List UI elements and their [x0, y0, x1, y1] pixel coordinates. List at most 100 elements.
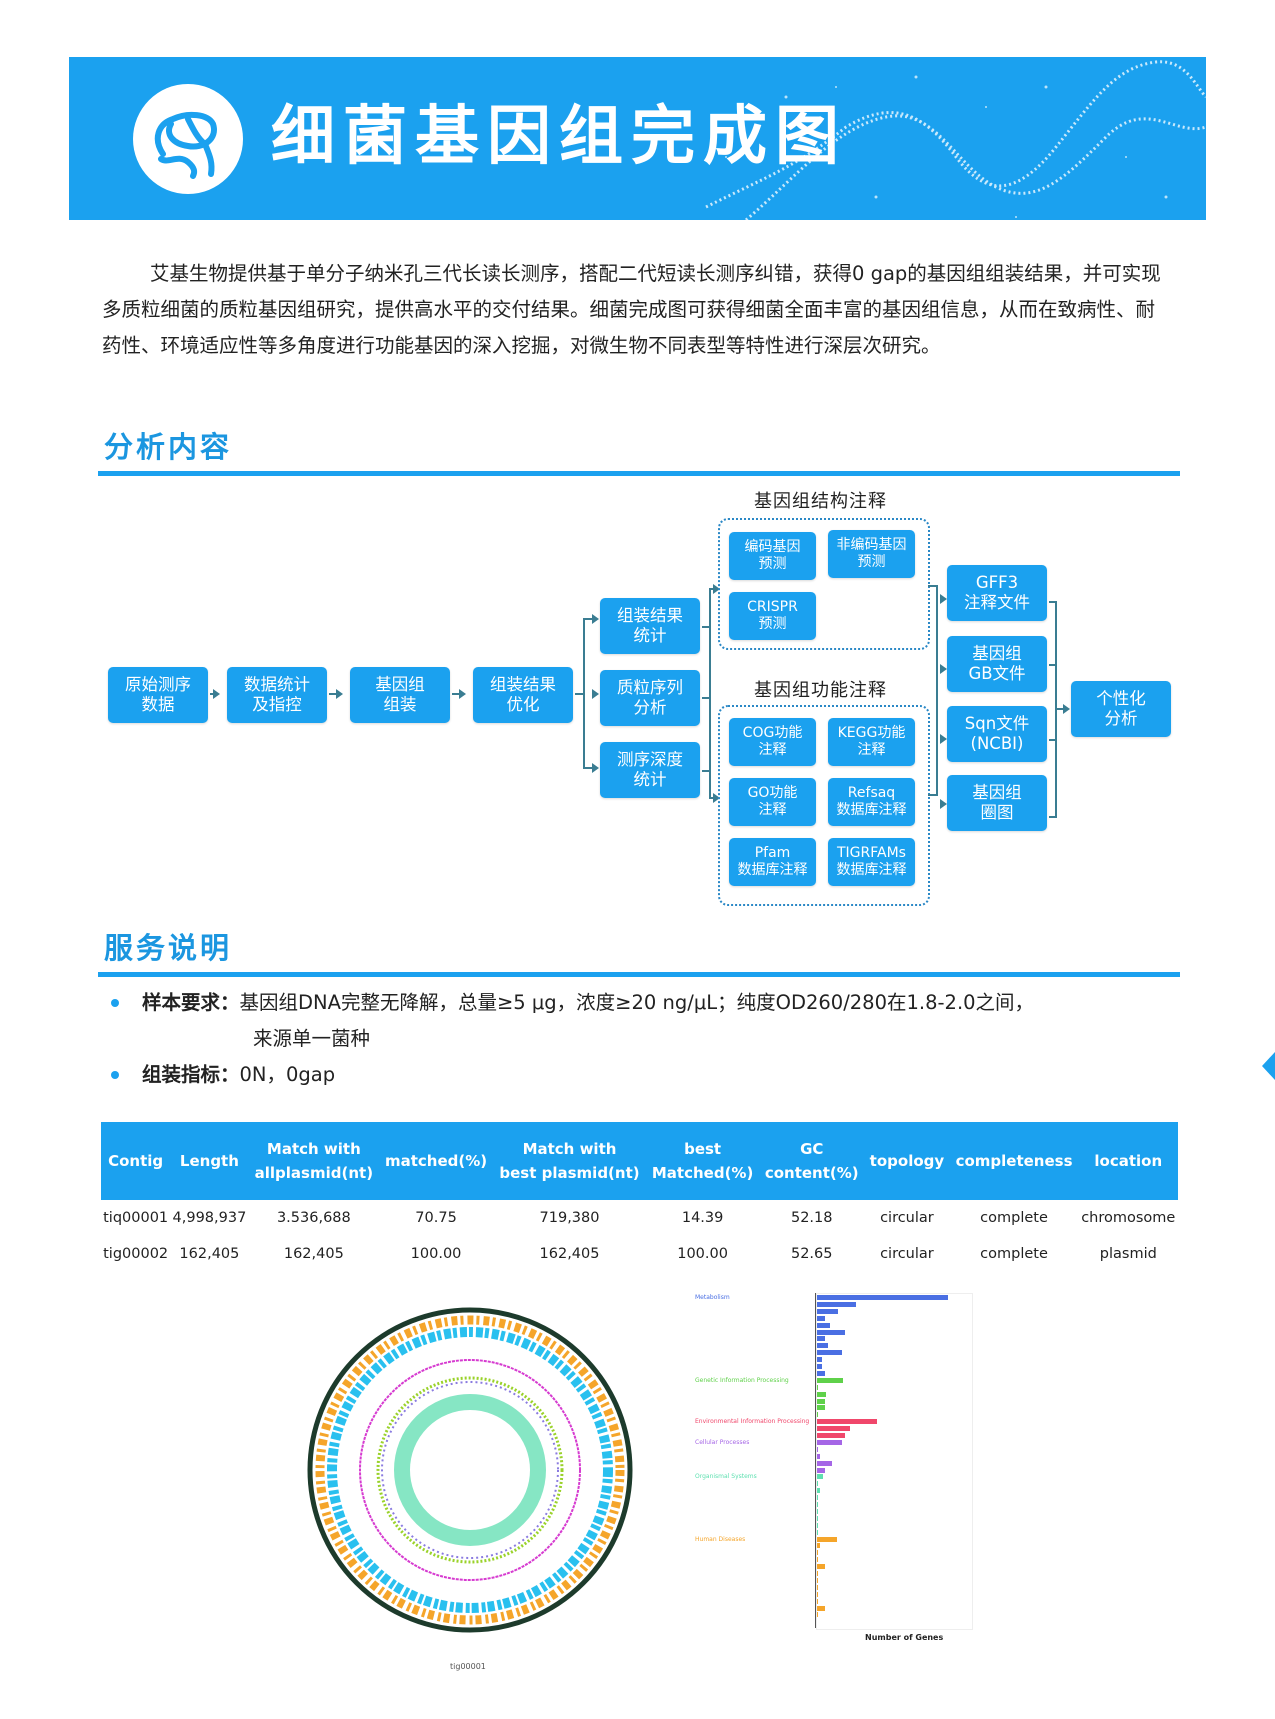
- arrow-icon: [336, 689, 343, 699]
- chart-category-label: Human Diseases: [695, 1535, 746, 1543]
- chart-bar: [817, 1308, 839, 1314]
- chart-bar: [817, 1550, 818, 1556]
- flow-node-cog: COG功能 注释: [729, 718, 816, 766]
- arrow-icon: [713, 793, 720, 803]
- chart-bar: [817, 1495, 818, 1501]
- chart-bar: [817, 1343, 829, 1349]
- col-topology: topology: [864, 1122, 950, 1200]
- bullet-icon: [111, 1071, 119, 1079]
- arrow-icon: [459, 689, 466, 699]
- chart-bar: [817, 1357, 822, 1363]
- chart-xlabel: Number of Genes: [865, 1633, 944, 1642]
- chart-bar: [817, 1571, 818, 1576]
- flow-node-circos: 基因组 圈图: [947, 775, 1047, 831]
- group-label-structure: 基因组结构注释: [754, 491, 887, 512]
- side-tab-arrow-icon[interactable]: [1262, 1052, 1275, 1080]
- flow-node-refsaq: Refsaq 数据库注释: [828, 778, 915, 826]
- chart-bar: [817, 1557, 818, 1563]
- chart-bar: [817, 1543, 820, 1549]
- chart-bar: [817, 1502, 818, 1507]
- col-location: location: [1078, 1122, 1178, 1200]
- flow-node-coding-gene: 编码基因 预测: [729, 532, 816, 580]
- chart-bar: [817, 1439, 842, 1445]
- chart-bar: [817, 1584, 818, 1590]
- chart-bar: [817, 1453, 820, 1459]
- chart-bar: [817, 1419, 877, 1425]
- chart-bar: [817, 1529, 818, 1535]
- chart-bar: [817, 1564, 825, 1570]
- table-header-row: Contig Length Match with allplasmid(nt) …: [101, 1122, 1178, 1200]
- chart-bar: [817, 1591, 819, 1597]
- chart-bar: [817, 1488, 820, 1494]
- chart-bar: [817, 1364, 822, 1369]
- flow-node-plasmid-analysis: 质粒序列 分析: [600, 670, 700, 726]
- arrow-icon: [940, 734, 947, 744]
- chart-bar: [817, 1508, 818, 1514]
- chart-bar: [817, 1322, 830, 1328]
- col-completeness: completeness: [949, 1122, 1079, 1200]
- chart-category-label: Cellular Processes: [695, 1438, 750, 1446]
- group-function-annotation: [718, 705, 930, 906]
- chart-category-label: Metabolism: [695, 1294, 730, 1301]
- group-structure-annotation: [718, 518, 930, 650]
- flow-node-tigrfams: TIGRFAMs 数据库注释: [828, 838, 915, 886]
- chart-bar: [817, 1405, 825, 1411]
- contig-table: Contig Length Match with allplasmid(nt) …: [101, 1122, 1178, 1272]
- arrow-icon: [1063, 704, 1070, 714]
- chart-bar: [817, 1536, 837, 1542]
- chart-bar: [817, 1384, 818, 1390]
- chart-category-label: Genetic Information Processing: [695, 1376, 789, 1384]
- flow-node-noncoding-gene: 非编码基因 预测: [828, 530, 915, 578]
- chart-bar: [817, 1350, 842, 1356]
- chart-bar: [817, 1329, 845, 1335]
- flow-node-depth-stats: 测序深度 统计: [600, 742, 700, 798]
- section-divider: [98, 972, 1180, 977]
- chart-bar: [817, 1315, 825, 1321]
- chart-bar: [817, 1377, 844, 1383]
- chart-bar: [817, 1426, 850, 1432]
- flow-node-kegg: KEGG功能 注释: [828, 718, 915, 766]
- flow-node-gff3: GFF3 注释文件: [947, 565, 1047, 621]
- chart-category-label: Environmental Information Processing: [695, 1418, 810, 1426]
- section-title-service: 服务说明: [104, 931, 233, 965]
- flow-node-assembly: 基因组 组装: [350, 667, 450, 723]
- chart-bar: [817, 1605, 825, 1611]
- flow-node-optimize: 组装结果 优化: [473, 667, 573, 723]
- bacteria-logo-icon: [133, 84, 243, 194]
- chart-bar: [817, 1391, 826, 1397]
- circos-genome-figure: tig00001: [300, 1300, 640, 1680]
- arrow-icon: [592, 763, 599, 773]
- chart-bar: [817, 1446, 819, 1452]
- chart-bar: [817, 1398, 825, 1404]
- col-gc-content: GC content(%): [759, 1122, 865, 1200]
- analysis-flowchart: 原始测序 数据 数据统计 及指控 基因组 组装 组装结果 优化 组装结果 统计 …: [108, 491, 1171, 906]
- flow-node-crispr: CRISPR 预测: [729, 592, 816, 640]
- col-best-matched: best Matched(%): [646, 1122, 760, 1200]
- section-divider: [98, 471, 1180, 476]
- intro-paragraph: 艾基生物提供基于单分子纳米孔三代长读长测序，搭配二代短读长测序纠错，获得0 ga…: [102, 256, 1172, 364]
- arrow-icon: [592, 614, 599, 624]
- flow-node-raw-data: 原始测序 数据: [108, 667, 208, 723]
- flow-node-go: GO功能 注释: [729, 778, 816, 826]
- col-match-allplasmid: Match with allplasmid(nt): [248, 1122, 380, 1200]
- flow-node-gb-file: 基因组 GB文件: [947, 636, 1047, 692]
- bullet-icon: [111, 999, 119, 1007]
- col-contig: Contig: [101, 1122, 171, 1200]
- dna-helix-decoration: [705, 60, 1206, 220]
- arrow-icon: [940, 594, 947, 604]
- chart-bar: [817, 1370, 825, 1376]
- intro-text: 艾基生物提供基于单分子纳米孔三代长读长测序，搭配二代短读长测序纠错，获得0 ga…: [102, 262, 1161, 357]
- chart-bar: [817, 1474, 824, 1480]
- chart-bar: [817, 1336, 825, 1342]
- arrow-icon: [213, 689, 220, 699]
- header-banner: 细菌基因组完成图: [69, 57, 1206, 220]
- chart-bar: [817, 1433, 845, 1438]
- flow-node-sqn-file: Sqn文件 (NCBI): [947, 706, 1047, 762]
- chart-bar: [817, 1515, 818, 1521]
- list-item-sample-requirement: 样本要求：基因组DNA完整无降解，总量≥5 μg，浓度≥20 ng/μL；纯度O…: [108, 985, 1034, 1057]
- chart-category-label: Organismal Systems: [695, 1473, 757, 1481]
- list-item-assembly-metric: 组装指标：0N，0gap: [108, 1057, 1034, 1093]
